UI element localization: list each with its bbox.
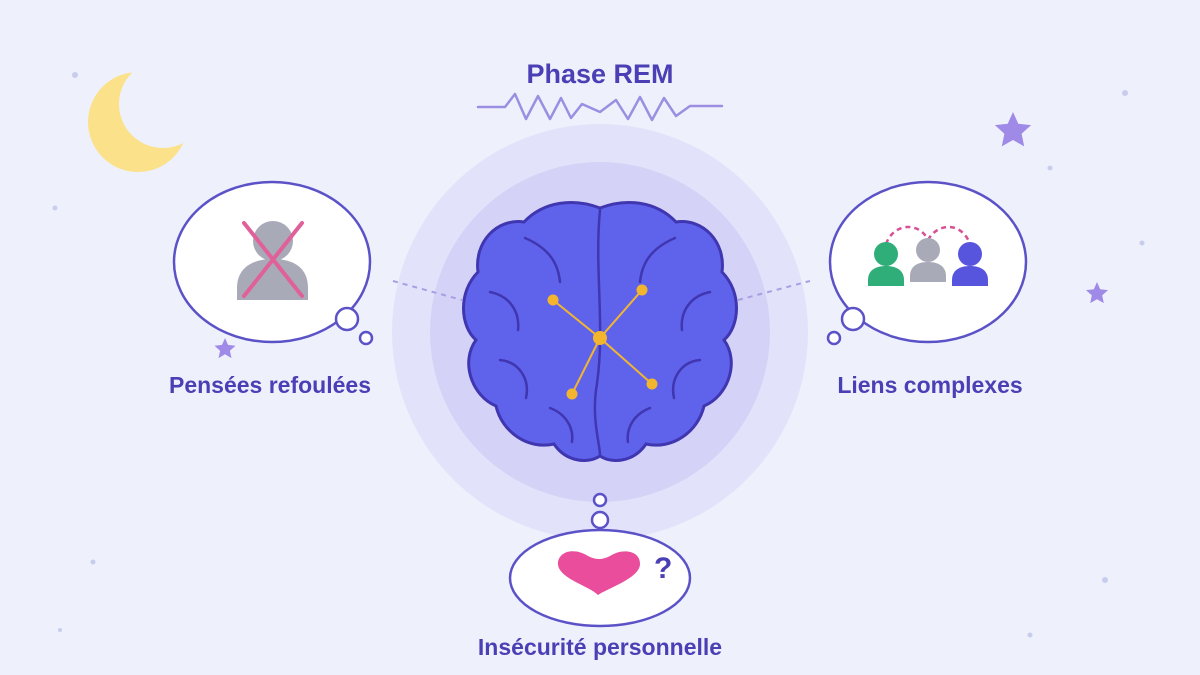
network-link	[599, 337, 653, 385]
brain-center-fissure	[593, 208, 602, 457]
star-icon	[994, 112, 1032, 147]
network-node	[593, 331, 607, 345]
network-link	[571, 337, 601, 395]
thought-bubble-left	[172, 180, 374, 346]
crossed-out-person-icon	[237, 221, 308, 300]
brain-wave-icon	[476, 92, 724, 122]
network-node	[646, 378, 658, 390]
diagram-title: Phase REM	[526, 59, 674, 89]
connector-right	[737, 280, 811, 301]
brain-fold	[638, 236, 677, 284]
brain-fold	[523, 236, 562, 284]
network-node	[636, 284, 648, 296]
network-node	[547, 294, 559, 306]
network-link	[599, 289, 643, 339]
crescent-moon-icon	[88, 60, 207, 172]
label-left-bubble: Pensées refoulées	[168, 372, 371, 398]
heart-icon	[557, 551, 640, 595]
star-icon	[1086, 282, 1108, 304]
thought-bubble-right	[826, 180, 1028, 346]
network-link	[552, 299, 601, 339]
brain-fold	[671, 358, 702, 400]
label-bottom-bubble: Insécurité personnelle	[477, 634, 723, 660]
brain-fold	[548, 406, 574, 444]
connector-left	[392, 280, 463, 301]
brain-fold	[488, 290, 520, 332]
brain-icon	[462, 201, 738, 462]
brain-fold	[498, 358, 529, 400]
background-dots	[52, 72, 1145, 638]
network-node	[566, 388, 578, 400]
question-mark: ?	[654, 552, 672, 585]
people-group-icon	[868, 225, 988, 286]
label-right-bubble: Liens complexes	[837, 372, 1023, 398]
thought-bubble-bottom: ?	[508, 492, 692, 628]
brain-fold	[626, 406, 652, 444]
brain-fold	[680, 290, 712, 332]
star-icon	[214, 338, 236, 359]
